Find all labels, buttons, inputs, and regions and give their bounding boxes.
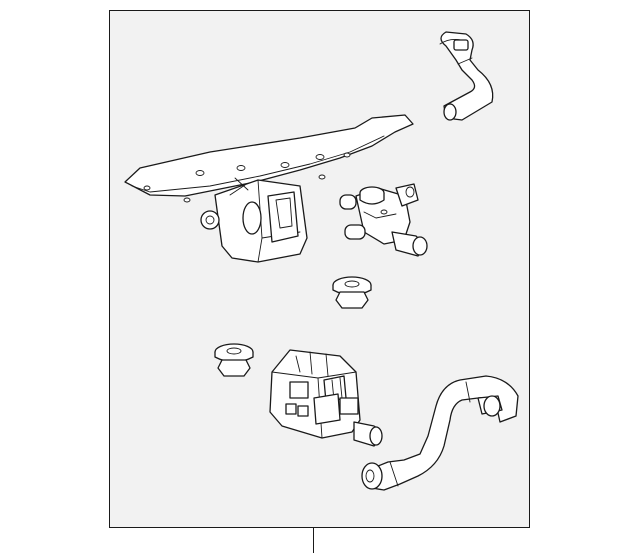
vent-hose-upper	[439, 31, 494, 121]
nut-lower	[214, 343, 254, 377]
canister-vent-solenoid	[269, 349, 383, 447]
mounting-bracket	[124, 114, 414, 263]
nut-upper	[332, 276, 372, 309]
callout-leader-line	[313, 528, 314, 553]
vent-hose-lower	[361, 375, 519, 491]
diagram-frame	[109, 10, 530, 528]
purge-valve-upper	[339, 183, 428, 257]
